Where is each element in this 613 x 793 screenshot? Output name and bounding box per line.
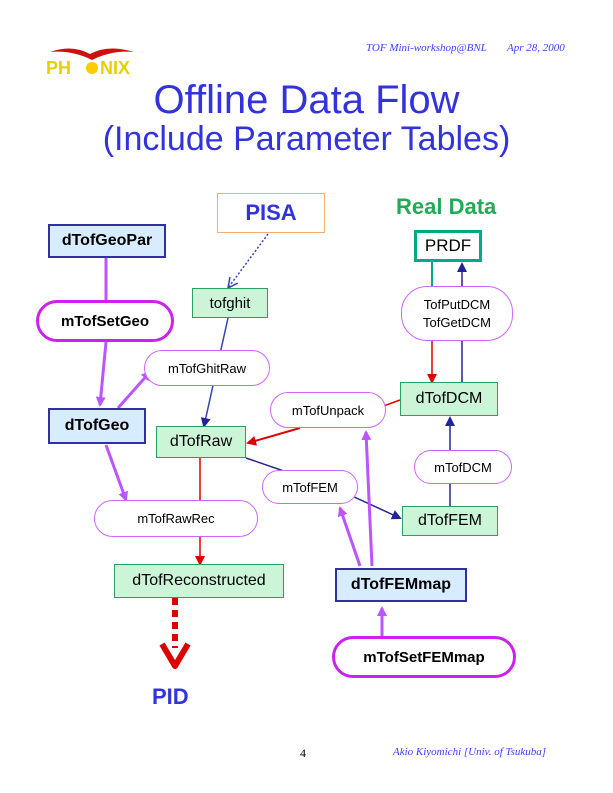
prdf-label: PRDF <box>424 236 472 255</box>
node-dtofgeopar: dTofGeoPar <box>48 224 166 258</box>
node-tofghit: tofghit <box>192 288 268 318</box>
mtofsetgeo-label: mTofSetGeo <box>60 312 150 330</box>
node-mtofsetgeo: mTofSetGeo <box>36 300 174 342</box>
title-main: Offline Data Flow <box>153 78 460 122</box>
arrow-geo-ghitraw <box>116 370 152 409</box>
label-real-data: Real Data <box>396 194 497 219</box>
footer-author: Akio Kiyomichi [Univ. of Tsukuba] <box>393 746 547 758</box>
node-dtofreconstructed: dTofReconstructed <box>114 564 284 598</box>
pisa-label: PISA <box>245 200 297 225</box>
arrow-geo-rawrec <box>104 444 128 502</box>
dtofdcm-label: dTofDCM <box>415 390 483 407</box>
tofputdcm-label: TofPutDCM <box>423 296 491 312</box>
page-number: 4 <box>300 746 306 760</box>
label-pid: PID <box>152 684 189 709</box>
svg-text:PH: PH <box>46 58 71 78</box>
node-pisa: PISA <box>217 193 325 233</box>
arrow-pid-head <box>159 642 191 669</box>
mtofrawrec-label: mTofRawRec <box>137 511 215 526</box>
header-date: Apr 28, 2000 <box>507 42 565 54</box>
phenix-logo: PH NIX <box>42 42 142 87</box>
node-dtofdcm: dTofDCM <box>400 382 498 416</box>
node-dtoffem: dTofFEM <box>402 506 498 536</box>
svg-text:NIX: NIX <box>100 58 130 78</box>
arrow-femmap-unpack <box>361 430 374 567</box>
node-dtoffemmap: dTofFEMmap <box>335 568 467 602</box>
dtoffem-label: dTofFEM <box>417 512 482 529</box>
dtofgeo-label: dTofGeo <box>64 417 130 434</box>
node-prdf: PRDF <box>414 230 482 262</box>
node-mtofrawrec: mTofRawRec <box>94 500 258 537</box>
mtofsetfemmap-label: mTofSetFEMmap <box>363 648 485 666</box>
mtofunpack-label: mTofUnpack <box>291 402 365 418</box>
mtoffem-label: mTofFEM <box>282 479 338 495</box>
dtofgeopar-label: dTofGeoPar <box>61 232 153 249</box>
tofgetdcm-label: TofGetDCM <box>423 314 491 330</box>
arrow-unpack-raw <box>246 427 301 446</box>
dtofreconstructed-label: dTofReconstructed <box>132 572 266 589</box>
node-mtoffem: mTofFEM <box>262 470 358 504</box>
dtoffemmap-label: dTofFEMmap <box>350 576 452 593</box>
dtofraw-label: dTofRaw <box>169 433 233 450</box>
node-dtofraw: dTofRaw <box>156 426 246 458</box>
date-text: Apr 28, 2000 <box>507 42 565 54</box>
node-dtofgeo: dTofGeo <box>48 408 146 444</box>
arrow-setgeo-geo <box>95 341 108 407</box>
title-sub: (Include Parameter Tables) <box>102 120 511 158</box>
node-mtofsetfemmap: mTofSetFEMmap <box>332 636 516 678</box>
arrow-femmap-mtoffem <box>337 506 362 567</box>
phoenix-bird-icon: PH NIX <box>46 48 134 78</box>
mtofdcm-label: mTofDCM <box>434 459 492 475</box>
node-mtofghitraw: mTofGhitRaw <box>144 350 270 386</box>
arrow-mtoffem-dtoffem <box>351 495 402 520</box>
node-mtofdcm: mTofDCM <box>414 450 512 484</box>
arrow-pisa-tofghit <box>228 233 269 288</box>
header-workshop: TOF Mini-workshop@BNL <box>366 42 487 54</box>
workshop-text: TOF Mini-workshop@BNL <box>366 42 487 54</box>
tofghit-label: tofghit <box>209 294 251 312</box>
mtofghitraw-label: mTofGhitRaw <box>167 360 247 376</box>
node-mtofunpack: mTofUnpack <box>270 392 386 428</box>
node-tofputgetdcm: TofPutDCM TofGetDCM <box>401 286 513 341</box>
